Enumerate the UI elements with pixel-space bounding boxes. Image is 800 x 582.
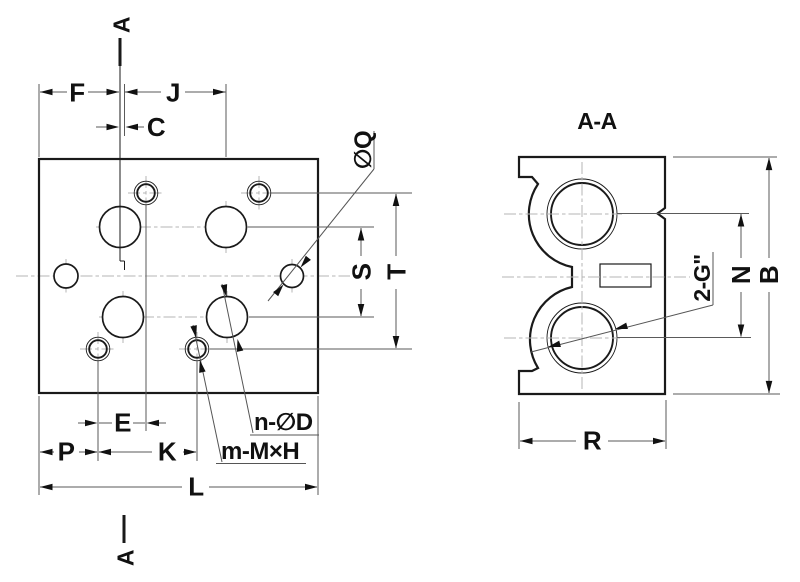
section-profile — [517, 155, 667, 396]
centerlines-section — [502, 162, 690, 390]
dim-R: R — [520, 426, 666, 456]
dim-label-R: R — [583, 426, 602, 456]
callout-label-2G: 2-G" — [689, 254, 715, 301]
dim-label-F: F — [69, 78, 84, 108]
dim-S: S — [347, 228, 377, 317]
section-cutting-line: A A — [109, 17, 139, 566]
dim-E: E — [78, 408, 166, 438]
section-view: A-A — [502, 108, 784, 456]
section-marker-bottom: A — [113, 550, 139, 566]
dim-label-P: P — [58, 437, 75, 467]
threaded-holes — [85, 180, 272, 362]
dim-label-E: E — [114, 408, 131, 438]
front-view: A A F J — [16, 17, 412, 566]
section-view-title: A-A — [577, 108, 616, 134]
port-hole — [205, 295, 249, 339]
extension-lines-section — [518, 156, 780, 449]
dim-label-C: C — [147, 112, 166, 142]
callout-label-Q: ∅Q — [350, 131, 377, 169]
dim-C: C — [96, 112, 166, 142]
dim-N: N — [726, 214, 756, 337]
mounting-hole — [279, 263, 305, 289]
dim-label-B: B — [754, 266, 784, 284]
section-pocket — [599, 263, 652, 288]
dim-T: T — [382, 193, 412, 349]
port-hole — [204, 205, 248, 249]
dim-J: J — [125, 78, 226, 108]
dim-label-N: N — [726, 266, 756, 284]
callout-ports-G: 2-G" — [530, 252, 715, 353]
callout-pattern-holes: n-∅D — [220, 283, 319, 436]
dim-P: P — [40, 437, 98, 467]
port-holes — [98, 205, 249, 339]
callout-label-nD: n-∅D — [254, 409, 313, 436]
dim-B: B — [754, 157, 784, 394]
dim-label-K: K — [158, 437, 177, 467]
callout-hole-Q: ∅Q — [267, 131, 377, 302]
extension-lines-front — [38, 84, 412, 495]
callout-threaded-holes: m-M×H — [190, 324, 306, 465]
dim-L: L — [40, 472, 318, 502]
dim-label-T: T — [382, 264, 412, 280]
plate-outline — [37, 157, 320, 395]
dim-K: K — [98, 437, 197, 467]
section-marker-top: A — [109, 17, 135, 33]
mounting-hole — [53, 263, 79, 289]
callout-label-mMH: m-M×H — [221, 438, 299, 465]
port-hole — [101, 295, 145, 339]
mounting-holes — [53, 263, 305, 289]
dim-label-S: S — [347, 263, 377, 280]
dim-label-L: L — [188, 472, 204, 502]
dim-F: F — [40, 78, 119, 108]
dim-label-J: J — [166, 78, 180, 108]
